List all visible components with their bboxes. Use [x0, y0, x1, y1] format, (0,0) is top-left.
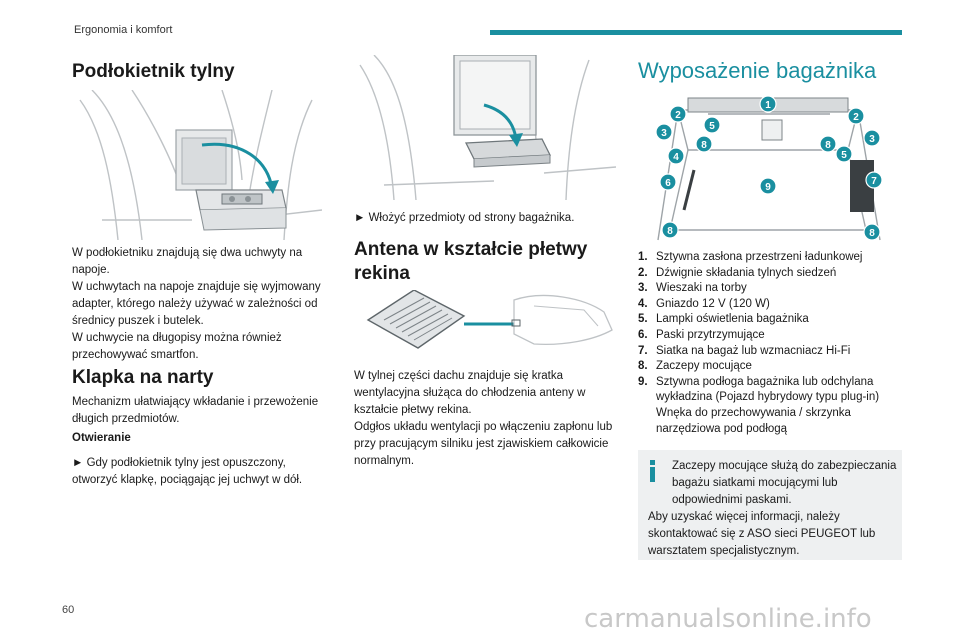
- ski-flap-step: ► Gdy podłokietnik tylny jest opuszczony…: [72, 457, 303, 486]
- boot-callout: 8: [869, 228, 875, 239]
- load-step: ► Włożyć przedmioty od strony bagażnika.: [354, 212, 575, 224]
- antenna-paragraph-2: Odgłos układu wentylacji po włączeniu za…: [354, 421, 613, 467]
- list-item: 2.Dźwignie składania tylnych siedzeń: [638, 266, 837, 279]
- boot-callout: 6: [665, 178, 671, 189]
- info-line-2: Aby uzyskać więcej informacji, należy sk…: [648, 511, 876, 557]
- boot-callout: 8: [701, 140, 707, 151]
- boot-callout: 3: [869, 134, 875, 145]
- armrest-paragraph-2: W uchwytach na napoje znajduje się wyjmo…: [72, 281, 321, 327]
- list-item: 4.Gniazdo 12 V (120 W): [638, 297, 770, 310]
- boot-equipment-list: 1.Sztywna zasłona przestrzeni ładunkowej…: [638, 250, 904, 437]
- list-item: 6.Paski przytrzymujące: [638, 328, 765, 341]
- antenna-title: Antena w kształcie płetwy rekina: [354, 239, 588, 284]
- rear-armrest-illustration: [79, 90, 322, 240]
- list-item: 3.Wieszaki na torby: [638, 282, 747, 295]
- watermark: carmanualsonline.info: [584, 604, 872, 634]
- ski-flap-title: Klapka na narty: [72, 367, 214, 388]
- boot-title: Wyposażenie bagażnika: [638, 58, 877, 83]
- boot-callout: 4: [673, 152, 679, 163]
- armrest-paragraph-3: W uchwycie na długopisy można również pr…: [72, 332, 282, 361]
- boot-callout: 2: [675, 110, 681, 121]
- boot-callout: 8: [825, 140, 831, 151]
- boot-callout: 1: [765, 100, 771, 111]
- ski-flap-illustration: [359, 55, 616, 200]
- list-item: 5.Lampki oświetlenia bagażnika: [638, 313, 809, 326]
- list-item: 1.Sztywna zasłona przestrzeni ładunkowej: [638, 251, 863, 263]
- rear-armrest-title: Podłokietnik tylny: [72, 61, 235, 82]
- info-text: Zaczepy mocujące służą do zabezpieczania…: [648, 458, 900, 560]
- boot-callout: 5: [709, 121, 715, 132]
- info-box: Zaczepy mocujące służą do zabezpieczania…: [638, 450, 902, 560]
- list-item: 8.Zaczepy mocujące: [638, 360, 752, 373]
- boot-callout: 5: [841, 150, 847, 161]
- boot-callout: 8: [667, 226, 673, 237]
- page-number: 60: [62, 604, 75, 616]
- info-icon: [650, 460, 655, 482]
- antenna-illustration: [366, 290, 613, 349]
- antenna-paragraph-1: W tylnej części dachu znajduje się kratk…: [354, 370, 586, 416]
- list-item: 9.Sztywna podłoga bagażnika lub odchylan…: [638, 375, 880, 435]
- armrest-paragraph-1: W podłokietniku znajdują się dwa uchwyty…: [72, 247, 303, 276]
- boot-callout: 7: [871, 176, 877, 187]
- ski-flap-subtitle: Otwieranie: [72, 432, 131, 444]
- boot-illustration: 1 2 2 3 3 4 5 5 6 7 8 8 8 8 9: [648, 90, 888, 242]
- ski-flap-intro: Mechanizm ułatwiający wkładanie i przewo…: [72, 396, 319, 425]
- section-label: Ergonomia i komfort: [74, 24, 173, 36]
- boot-callout: 3: [661, 128, 667, 139]
- list-item: 7.Siatka na bagaż lub wzmacniacz Hi-Fi: [638, 344, 851, 357]
- info-line-1: Zaczepy mocujące służą do zabezpieczania…: [672, 460, 897, 506]
- header-accent-bar: [490, 30, 902, 35]
- boot-callout: 9: [765, 182, 771, 193]
- boot-callout: 2: [853, 112, 859, 123]
